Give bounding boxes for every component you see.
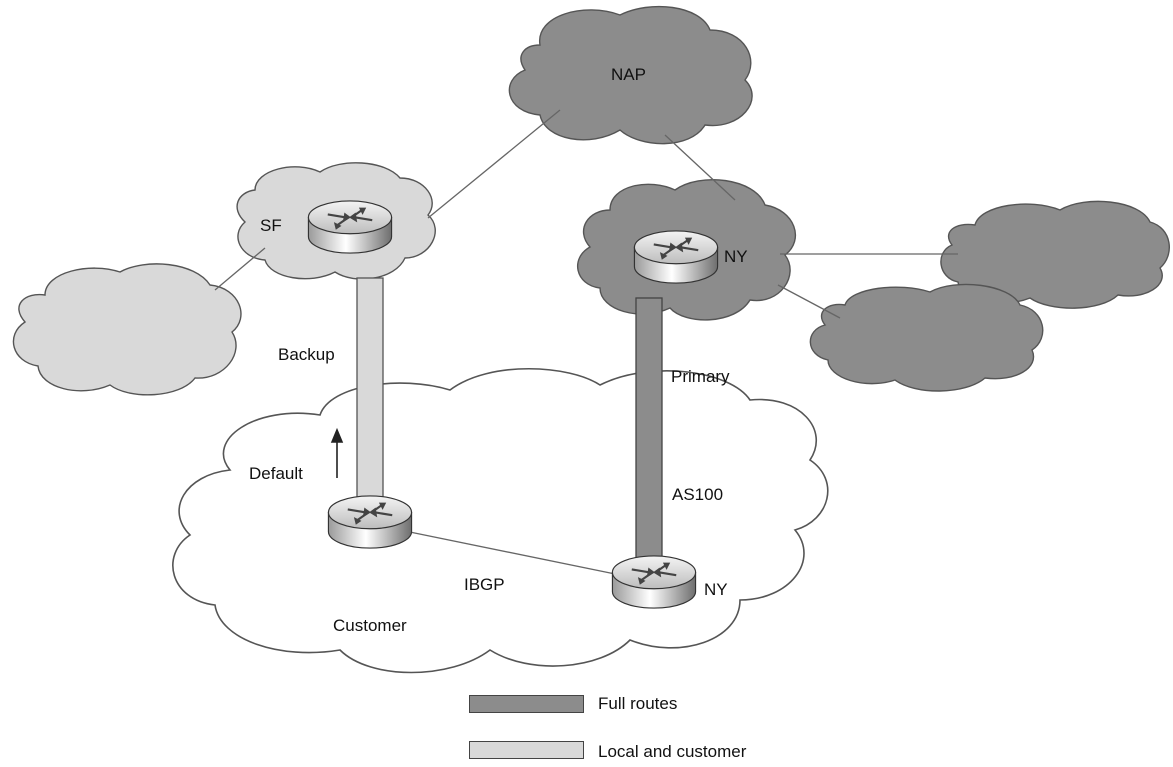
customer-as-cloud (172, 368, 829, 674)
legend-local-customer-swatch (469, 741, 584, 759)
nap-cloud (508, 5, 753, 145)
sf-nap-link (427, 109, 561, 219)
lower-right-peer-cloud (809, 283, 1044, 392)
left-peer-cloud (12, 263, 242, 396)
sf-left-cloud-link (214, 247, 266, 291)
sf-label: SF (260, 216, 282, 235)
legend-local-customer-label: Local and customer (598, 742, 747, 761)
sf-router-icon (307, 199, 393, 255)
as100-label: AS100 (672, 485, 724, 504)
ny-bottom-router-icon (611, 554, 697, 610)
ny-bottom-label: NY (704, 580, 728, 599)
ibgp-label: IBGP (464, 575, 505, 594)
right-peer-cloud (940, 200, 1170, 309)
ny-top-label: NY (724, 247, 748, 266)
nap-label: NAP (611, 65, 646, 84)
ibgp-link (399, 529, 621, 576)
ny-lower-right-cloud-link (777, 284, 841, 319)
legend-full-routes-label: Full routes (598, 694, 678, 713)
default-arrow-icon (330, 427, 344, 478)
backup-link-bar (356, 277, 384, 517)
legend-full-routes-swatch (469, 695, 584, 713)
customer-router-icon (327, 494, 413, 550)
ny-top-router-icon (633, 229, 719, 285)
nap-ny-link (664, 134, 736, 201)
default-label: Default (249, 464, 303, 483)
customer-label: Customer (333, 616, 407, 635)
primary-link-bar (635, 297, 663, 575)
primary-label: Primary (671, 367, 730, 386)
backup-label: Backup (278, 345, 335, 364)
